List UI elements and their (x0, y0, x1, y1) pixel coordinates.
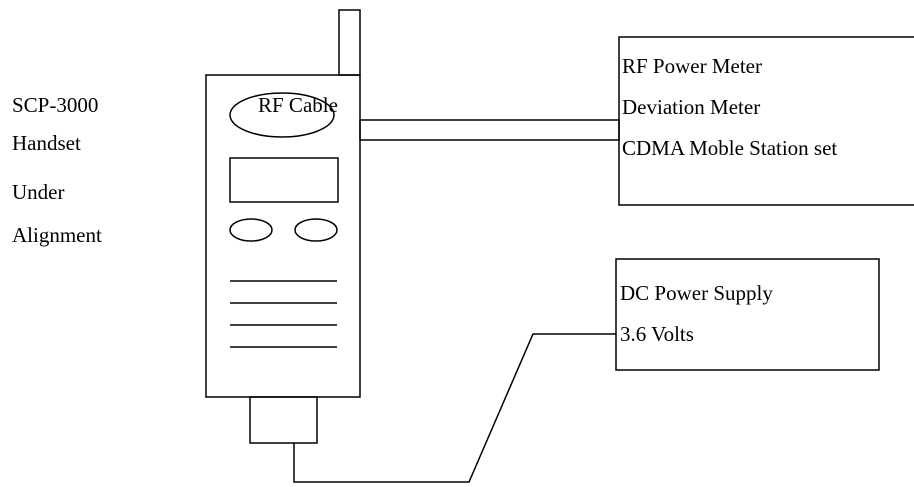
voltage-label: 3.6 Volts (620, 322, 694, 346)
earpiece-oval (229, 92, 335, 138)
bottom-connector (249, 396, 318, 444)
right-button-oval (294, 218, 338, 242)
dc-power-supply-box (615, 258, 880, 371)
cdma-station-label: CDMA Moble Station set (622, 136, 838, 160)
handset-label-line2: Handset (12, 131, 81, 155)
deviation-meter-label: Deviation Meter (622, 95, 761, 119)
handset-label-line4: Alignment (12, 223, 102, 247)
rf-equipment-box (618, 36, 914, 206)
dc-power-wire (293, 333, 616, 483)
left-button-oval (229, 218, 273, 242)
rf-cable (359, 119, 620, 141)
display-window (229, 157, 339, 203)
rf-power-meter-label: RF Power Meter (622, 54, 762, 78)
rf-cable-label: RF Cable (258, 93, 338, 117)
antenna-shape (338, 9, 361, 76)
handset-label-line1: SCP-3000 (12, 93, 99, 117)
handset-body (205, 74, 361, 398)
dc-power-supply-label: DC Power Supply (620, 281, 773, 305)
handset-label-line3: Under (12, 180, 65, 204)
